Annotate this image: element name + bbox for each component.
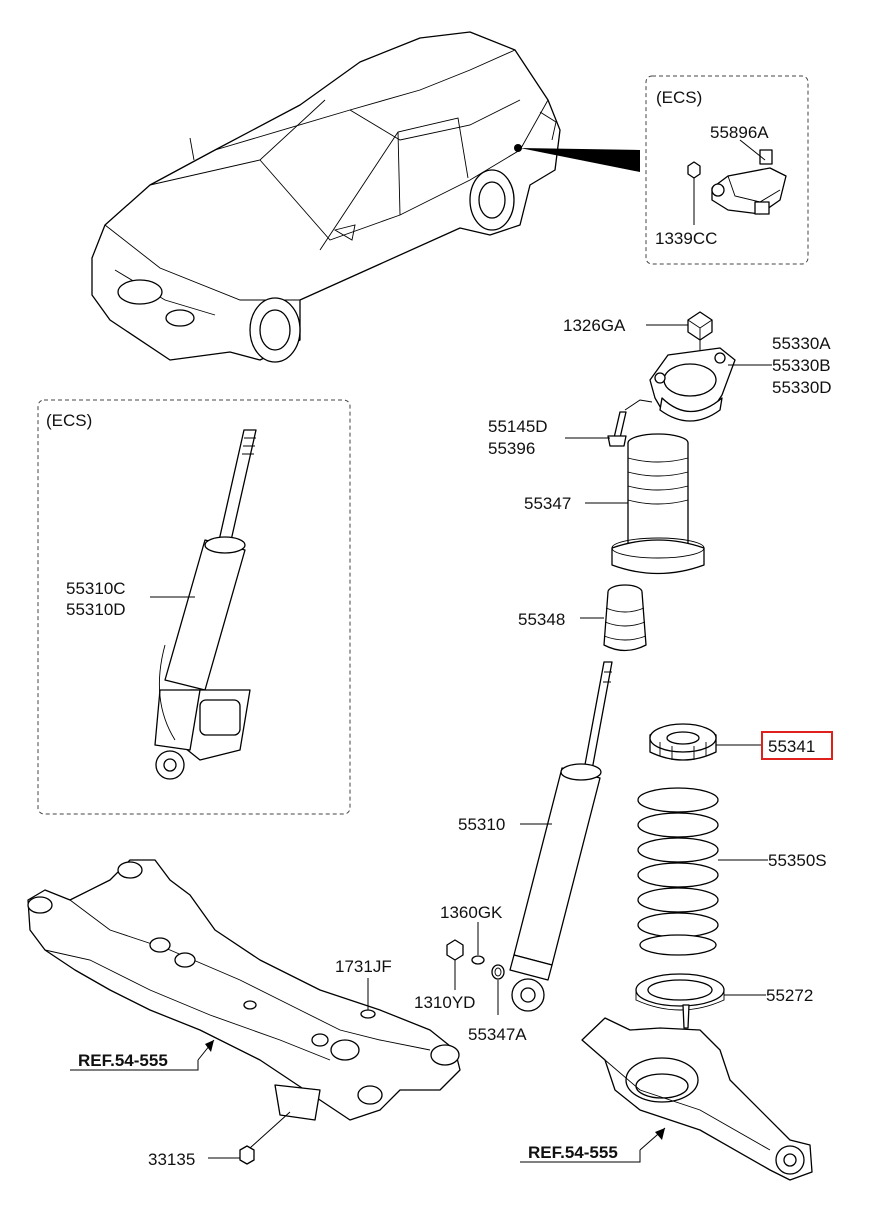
lower-control-arm — [581, 1017, 813, 1181]
label-1310YD: 1310YD — [414, 993, 475, 1012]
label-33135: 33135 — [148, 1150, 195, 1169]
washer-1360GK — [471, 955, 485, 965]
label-55310D: 55310D — [66, 600, 126, 619]
ecs-sensor-group-frame — [645, 75, 809, 265]
label-55347: 55347 — [524, 494, 571, 513]
ref-label-right: REF.54-555 — [528, 1143, 618, 1162]
label-55341: 55341 — [768, 737, 815, 756]
coil-spring-55350S — [637, 787, 719, 956]
label-55330B: 55330B — [772, 356, 831, 375]
label-1360GK: 1360GK — [440, 903, 503, 922]
nut-1326GA — [687, 311, 713, 341]
ecs-sensor-group-label: (ECS) — [656, 88, 702, 107]
lower-spring-seat-55272 — [635, 973, 725, 1029]
label-55347A: 55347A — [468, 1025, 527, 1044]
label-1326GA: 1326GA — [563, 316, 626, 335]
ecs-callout-arrow — [520, 148, 640, 172]
ecs-shock-absorber — [154, 429, 257, 780]
washer-55347A — [491, 964, 505, 980]
label-55348: 55348 — [518, 610, 565, 629]
label-55896A: 55896A — [710, 123, 769, 142]
label-55350S: 55350S — [768, 851, 827, 870]
plug-1731JF — [360, 1009, 376, 1019]
spring-pad-55341 — [649, 723, 717, 761]
ecs-shock-group-label: (ECS) — [46, 411, 92, 430]
highlight-box-55341 — [761, 731, 833, 760]
label-55272: 55272 — [766, 986, 813, 1005]
label-55330A: 55330A — [772, 334, 831, 353]
label-1731JF: 1731JF — [335, 957, 392, 976]
label-55330D: 55330D — [772, 378, 832, 397]
nut-1310YD — [446, 939, 464, 961]
nut-33135 — [239, 1145, 255, 1165]
rear-crossmember-subframe — [27, 859, 461, 1121]
ecs-shock-group-frame — [37, 399, 351, 815]
label-55396: 55396 — [488, 439, 535, 458]
car-illustration — [91, 31, 561, 363]
bolt-55145D — [607, 411, 627, 447]
label-55145D: 55145D — [488, 417, 548, 436]
label-55310C: 55310C — [66, 579, 126, 598]
ecs-sensor-part — [687, 149, 787, 215]
label-1339CC: 1339CC — [655, 229, 717, 248]
top-mount-55330 — [649, 347, 736, 422]
label-55310: 55310 — [458, 815, 505, 834]
dust-cover-55347 — [611, 433, 705, 575]
shock-absorber-55310 — [509, 661, 613, 1012]
bumper-stopper-55348 — [603, 584, 647, 652]
ref-label-left: REF.54-555 — [78, 1051, 168, 1070]
